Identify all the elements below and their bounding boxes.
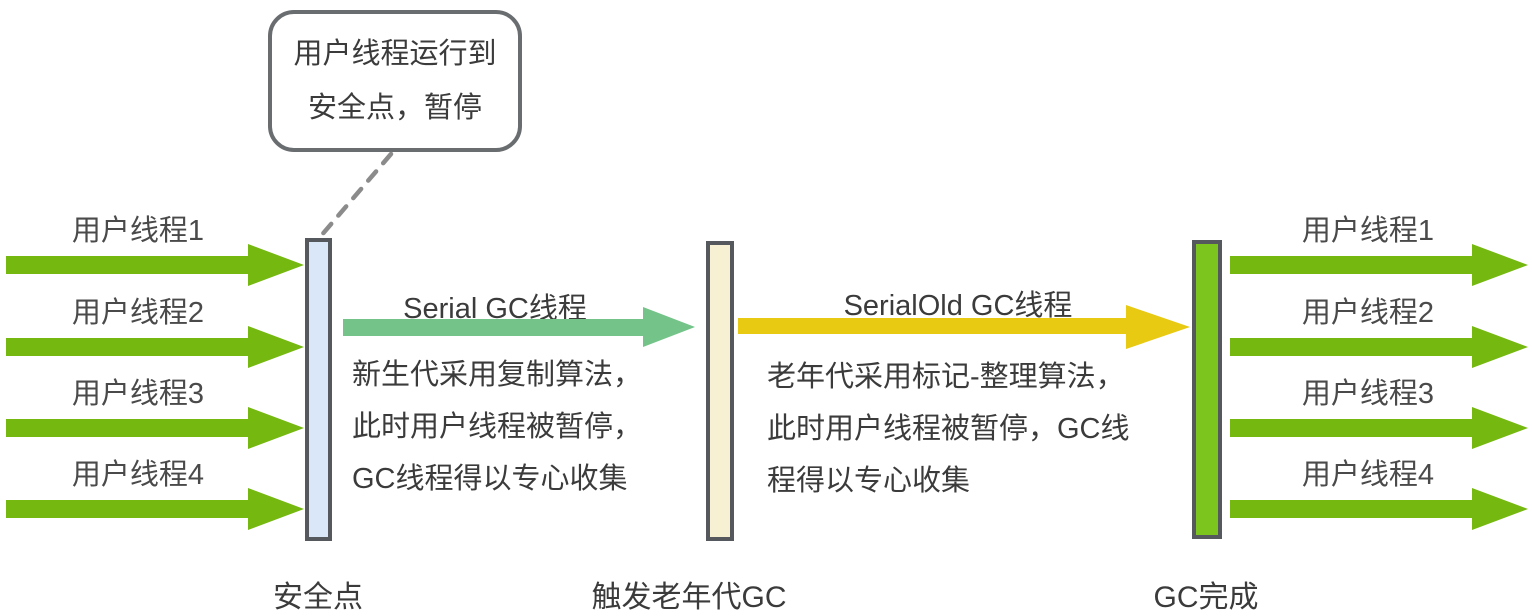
left-thread-arrow-3 <box>6 407 304 449</box>
old-gc-description: 老年代采用标记-整理算法， 此时用户线程被暂停，GC线 程得以专心收集 <box>767 351 1130 507</box>
right-thread-arrow-1 <box>1230 244 1528 286</box>
serial-old-gc-arrow <box>738 305 1190 349</box>
callout-line-1: 用户线程运行到 <box>293 38 497 70</box>
arrow-head-icon <box>1472 488 1528 530</box>
old-gc-desc-line-2: 此时用户线程被暂停，GC线 <box>767 413 1130 445</box>
old-gc-trigger-bar <box>706 241 734 541</box>
arrow-head-icon <box>1472 407 1528 449</box>
young-gc-desc-line-3: GC线程得以专心收集 <box>352 463 628 495</box>
left-thread-label-3: 用户线程3 <box>71 378 205 410</box>
arrow-shaft <box>1230 500 1474 518</box>
trigger-old-gc-label: 触发老年代GC <box>591 581 787 614</box>
young-gc-desc-line-1: 新生代采用复制算法， <box>352 359 643 391</box>
arrow-shaft <box>6 338 250 356</box>
left-thread-arrow-2 <box>6 326 304 368</box>
gc-done-bar <box>1192 240 1222 539</box>
arrow-shaft <box>343 319 645 336</box>
arrow-head-icon <box>248 488 304 530</box>
arrow-head-icon <box>1472 326 1528 368</box>
right-thread-arrow-2 <box>1230 326 1528 368</box>
arrow-head-icon <box>1472 244 1528 286</box>
right-thread-label-2: 用户线程2 <box>1301 297 1435 329</box>
safepoint-label: 安全点 <box>273 581 363 614</box>
right-thread-arrow-4 <box>1230 488 1528 530</box>
right-thread-arrow-3 <box>1230 407 1528 449</box>
left-thread-arrow-1 <box>6 244 304 286</box>
arrow-shaft <box>1230 419 1474 437</box>
left-thread-label-4: 用户线程4 <box>71 459 205 491</box>
arrow-head-icon <box>248 244 304 286</box>
arrow-head-icon <box>248 407 304 449</box>
arrow-shaft <box>1230 256 1474 274</box>
young-gc-desc-line-2: 此时用户线程被暂停， <box>352 411 643 443</box>
serial-gc-arrow <box>343 306 695 348</box>
arrow-head-icon <box>1126 305 1190 349</box>
arrow-shaft <box>6 500 250 518</box>
serial-old-gc-label: SerialOld GC线程 <box>843 290 1073 322</box>
old-gc-desc-line-3: 程得以专心收集 <box>767 465 971 497</box>
left-thread-label-1: 用户线程1 <box>71 215 205 247</box>
safepoint-bar <box>305 238 332 541</box>
right-thread-label-3: 用户线程3 <box>1301 378 1435 410</box>
left-thread-arrow-4 <box>6 488 304 530</box>
right-thread-label-1: 用户线程1 <box>1301 215 1435 247</box>
callout-line-2: 安全点，暂停 <box>307 92 482 124</box>
right-thread-label-4: 用户线程4 <box>1301 459 1435 491</box>
left-thread-label-2: 用户线程2 <box>71 297 205 329</box>
arrow-shaft <box>6 256 250 274</box>
arrow-shaft <box>6 419 250 437</box>
safepoint-callout: 用户线程运行到 安全点，暂停 <box>268 10 522 152</box>
young-gc-description: 新生代采用复制算法， 此时用户线程被暂停， GC线程得以专心收集 <box>352 349 642 505</box>
arrow-shaft <box>738 318 1128 334</box>
arrow-head-icon <box>248 326 304 368</box>
arrow-shaft <box>1230 338 1474 356</box>
arrow-head-icon <box>643 307 695 347</box>
old-gc-desc-line-1: 老年代采用标记-整理算法， <box>767 361 1125 393</box>
gc-done-label: GC完成 <box>1153 581 1259 614</box>
